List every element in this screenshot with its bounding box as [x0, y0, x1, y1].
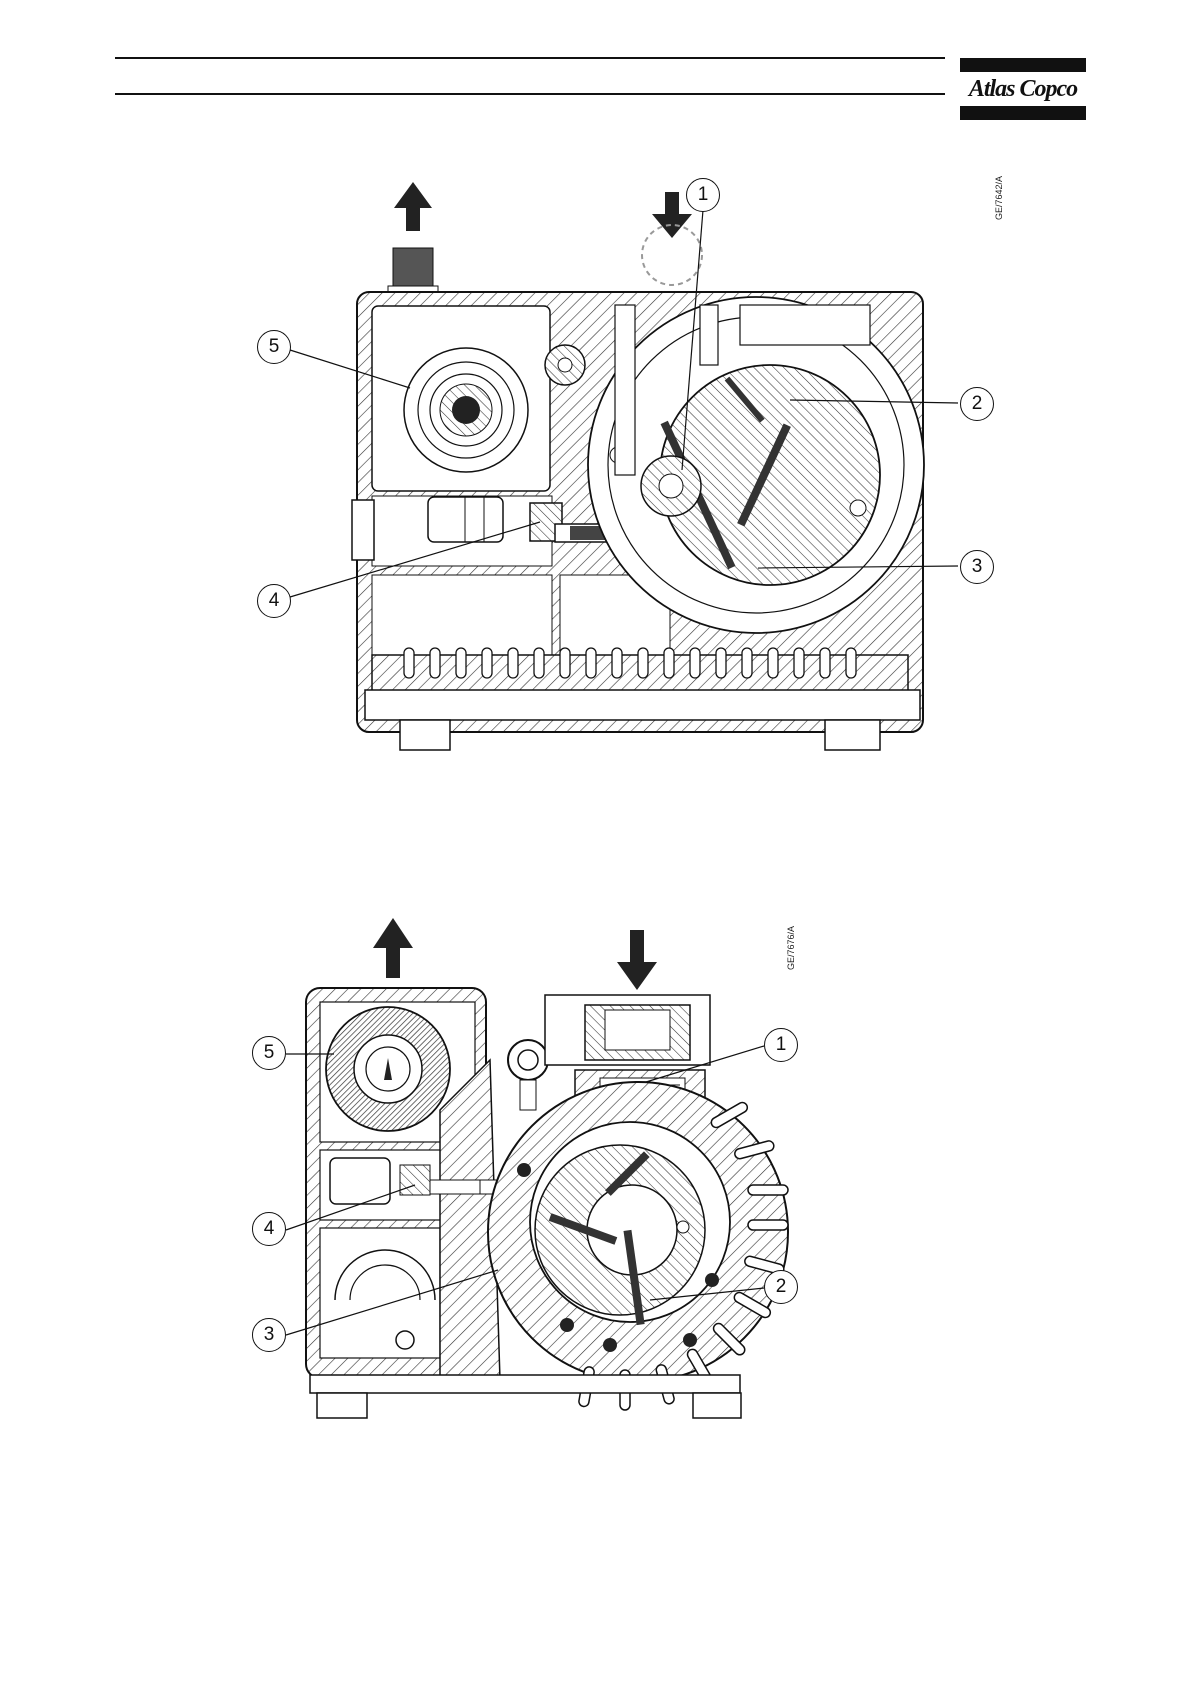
callout-5: 5: [257, 330, 291, 364]
callout-1: 1: [686, 178, 720, 212]
cylinder-body: [488, 1082, 788, 1410]
pump-sectional-drawing-1: [0, 0, 1191, 800]
callout-3: 3: [960, 550, 994, 584]
callout-4: 4: [252, 1212, 286, 1246]
callout-2: 2: [960, 387, 994, 421]
oil-separator-2: [326, 1007, 450, 1131]
oil-separator: [404, 348, 528, 472]
callout-3: 3: [252, 1318, 286, 1352]
outlet-arrow-icon: [373, 918, 413, 978]
callout-5: 5: [252, 1036, 286, 1070]
outlet-arrow-icon: [394, 182, 432, 231]
callout-2: 2: [764, 1270, 798, 1304]
callout-4: 4: [257, 584, 291, 618]
figure-code: GE/7676/A: [786, 926, 796, 970]
inlet-arrow-icon: [617, 930, 657, 990]
callout-1: 1: [764, 1028, 798, 1062]
